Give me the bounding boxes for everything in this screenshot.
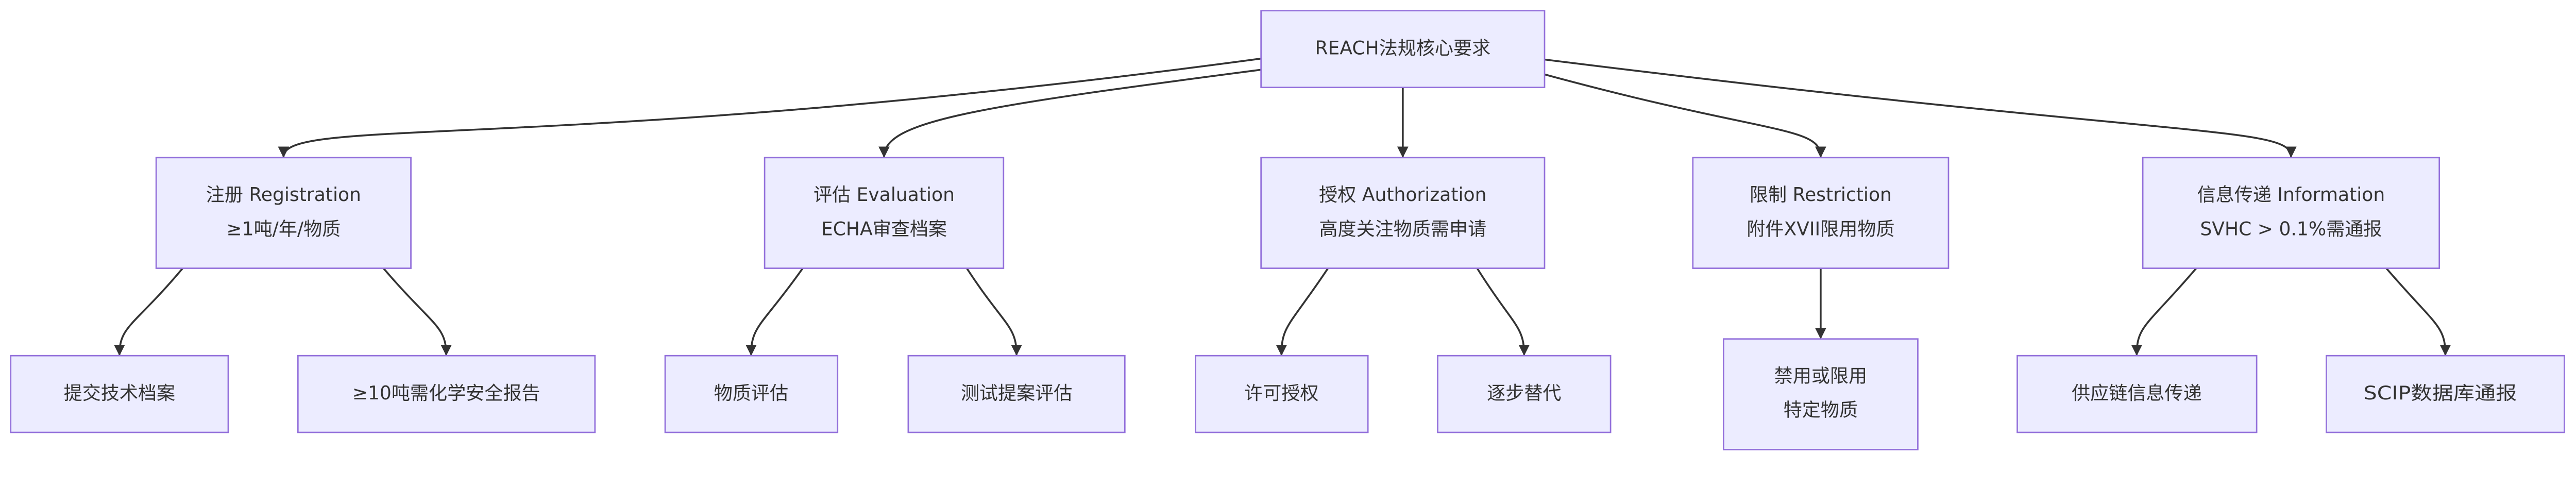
reach-flowchart: REACH法规核心要求 注册 Registration ≥1吨/年/物质 评估 … bbox=[10, 10, 2565, 450]
node-chemical-safety-report[interactable]: ≥10吨需化学安全报告 bbox=[297, 355, 596, 433]
node-label: 禁用或限用 bbox=[1774, 365, 1867, 387]
node-label: 许可授权 bbox=[1244, 382, 1318, 404]
edge-information-scip bbox=[2385, 267, 2451, 356]
node-substance-evaluation[interactable]: 物质评估 bbox=[664, 355, 839, 433]
edges bbox=[114, 57, 2451, 356]
edge-root-restriction bbox=[1544, 73, 1826, 158]
node-sublabel: ECHA审查档案 bbox=[821, 219, 947, 240]
node-permit[interactable]: 许可授权 bbox=[1195, 355, 1369, 433]
node-label: 信息传递 Information bbox=[2197, 184, 2385, 206]
node-supply-chain[interactable]: 供应链信息传递 bbox=[2016, 355, 2258, 433]
node-label: 物质评估 bbox=[714, 382, 788, 404]
edge-root-information bbox=[1544, 58, 2297, 158]
node-scip[interactable]: SCIP数据库通报 bbox=[2326, 355, 2565, 433]
node-label: 供应链信息传递 bbox=[2072, 382, 2202, 404]
edge-registration-dossier bbox=[114, 267, 183, 356]
edge-evaluation-substance bbox=[745, 267, 804, 356]
node-label: 逐步替代 bbox=[1487, 382, 1561, 404]
edge-root-evaluation bbox=[878, 69, 1261, 158]
node-label: 限制 Restriction bbox=[1750, 184, 1892, 206]
node-reach-root[interactable]: REACH法规核心要求 bbox=[1260, 10, 1546, 88]
edge-registration-csr bbox=[382, 267, 452, 356]
node-sublabel: 特定物质 bbox=[1784, 399, 1858, 421]
node-label: 评估 Evaluation bbox=[814, 184, 955, 206]
node-substitution[interactable]: 逐步替代 bbox=[1437, 355, 1612, 433]
node-sublabel: SVHC > 0.1%需通报 bbox=[2200, 219, 2382, 240]
node-technical-dossier[interactable]: 提交技术档案 bbox=[10, 355, 229, 433]
node-label: 测试提案评估 bbox=[961, 382, 1072, 404]
edge-evaluation-testing bbox=[966, 267, 1022, 356]
edge-authorization-substitution bbox=[1476, 267, 1530, 356]
node-information[interactable]: 信息传递 Information SVHC > 0.1%需通报 bbox=[2142, 157, 2441, 269]
node-restriction[interactable]: 限制 Restriction 附件XVII限用物质 bbox=[1692, 157, 1950, 269]
node-label: ≥10吨需化学安全报告 bbox=[352, 382, 540, 404]
node-label: SCIP数据库通报 bbox=[2364, 382, 2517, 404]
edge-root-registration bbox=[278, 57, 1261, 158]
node-label: 提交技术档案 bbox=[64, 382, 175, 404]
node-evaluation[interactable]: 评估 Evaluation ECHA审查档案 bbox=[764, 157, 1005, 269]
node-testing-proposal[interactable]: 测试提案评估 bbox=[907, 355, 1126, 433]
node-label: REACH法规核心要求 bbox=[1315, 38, 1490, 59]
node-label: 授权 Authorization bbox=[1319, 184, 1486, 206]
node-authorization[interactable]: 授权 Authorization 高度关注物质需申请 bbox=[1260, 157, 1546, 269]
node-sublabel: 高度关注物质需申请 bbox=[1319, 219, 1486, 240]
node-sublabel: 附件XVII限用物质 bbox=[1747, 219, 1894, 240]
node-registration[interactable]: 注册 Registration ≥1吨/年/物质 bbox=[155, 157, 412, 269]
node-label: 注册 Registration bbox=[206, 184, 361, 206]
edge-authorization-permit bbox=[1276, 267, 1329, 356]
edge-information-supplychain bbox=[2131, 267, 2197, 356]
node-sublabel: ≥1吨/年/物质 bbox=[226, 219, 341, 240]
node-ban-restrict[interactable]: 禁用或限用 特定物质 bbox=[1722, 338, 1919, 450]
